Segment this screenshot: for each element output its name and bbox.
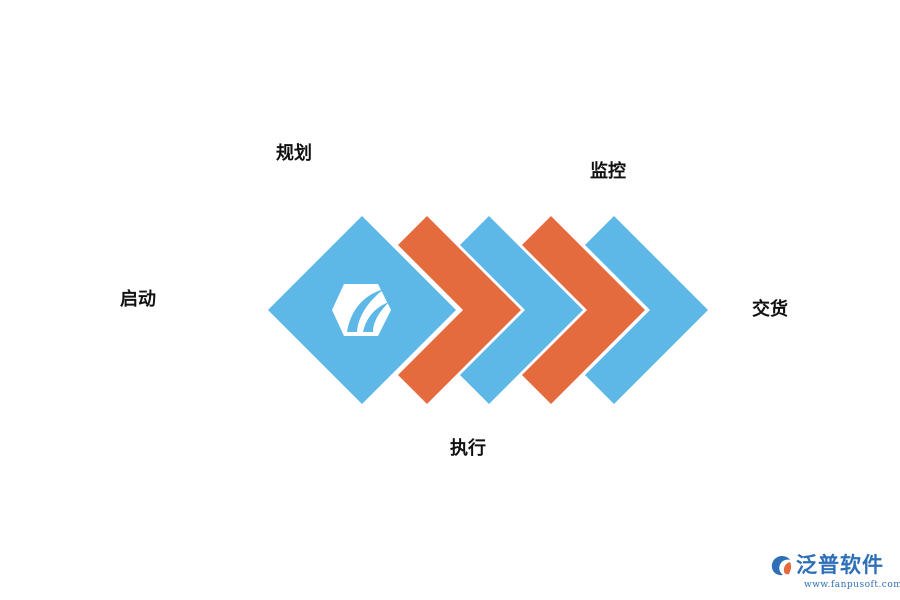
step-label-plan: 规划 [276,143,312,164]
brand-watermark: 泛普软件 www.fanpusoft.com [768,553,900,597]
step-label-start: 启动 [120,289,156,310]
execute-chevron [460,216,583,404]
monitor-chevron [522,216,645,404]
brand-name: 泛普软件 [796,553,884,577]
step-label-monitor: 监控 [590,161,626,182]
deliver-chevron [585,216,708,404]
hexagon-leaf-icon [332,284,391,336]
step-label-deliver: 交货 [752,299,788,320]
brand-url: www.fanpusoft.com [804,580,900,590]
fanpu-logo-icon [771,556,792,576]
plan-chevron [398,216,521,404]
step-label-execute: 执行 [450,438,486,459]
